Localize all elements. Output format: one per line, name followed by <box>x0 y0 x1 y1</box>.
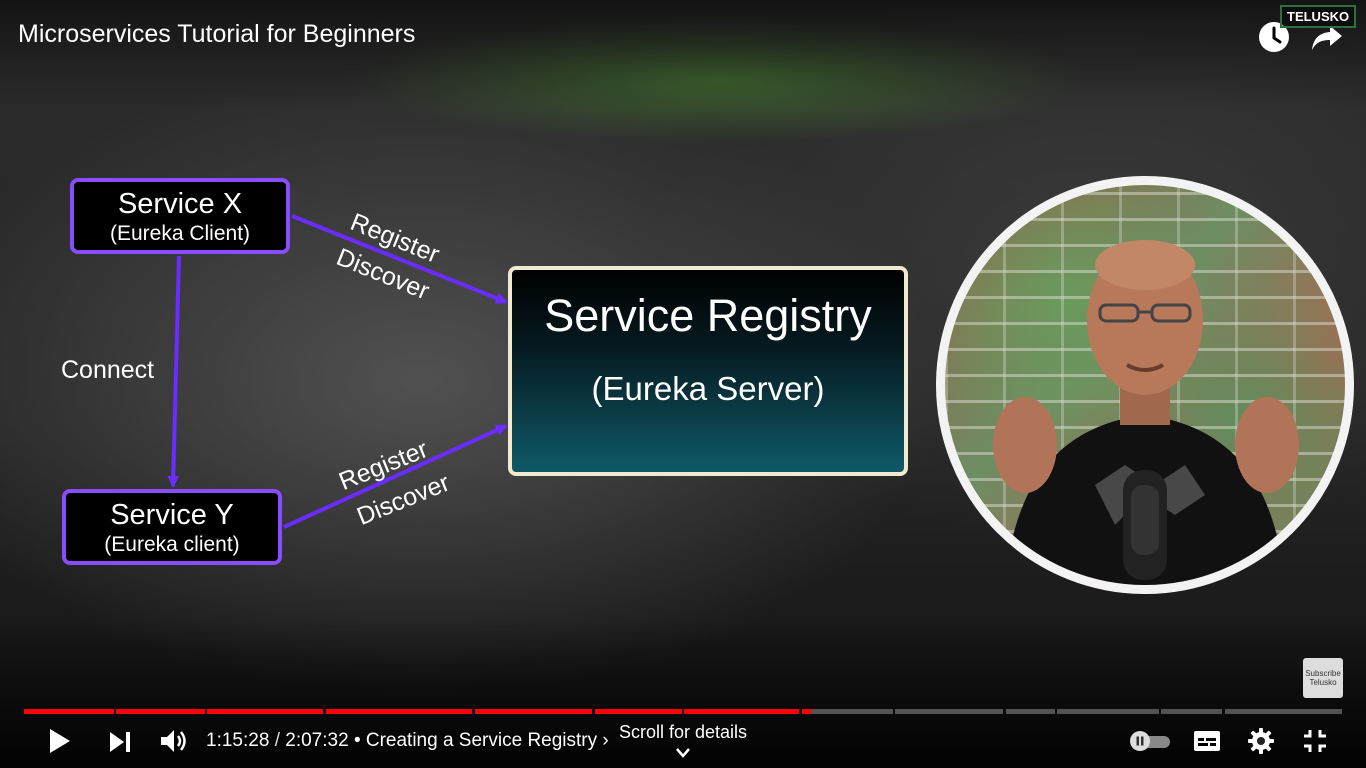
time-separator: / <box>274 730 280 751</box>
chapter-segment[interactable] <box>895 709 1004 714</box>
chapter-segment[interactable] <box>1057 709 1159 714</box>
subscribe-label: Subscribe <box>1305 669 1341 678</box>
clock-icon[interactable] <box>1257 20 1291 54</box>
arrow-x-to-y <box>167 255 181 488</box>
autoplay-toggle[interactable] <box>1128 730 1172 752</box>
presenter-figure <box>993 240 1299 585</box>
service-x-title: Service X <box>117 188 243 220</box>
video-title[interactable]: Microservices Tutorial for Beginners <box>18 20 416 48</box>
chapter-segment[interactable] <box>1005 709 1055 714</box>
gear-icon[interactable] <box>1247 727 1275 755</box>
played-fill <box>684 709 799 714</box>
chapter-segment[interactable] <box>474 709 593 714</box>
played-fill <box>801 709 812 714</box>
service-registry-box: Service Registry (Eureka Server) <box>508 266 908 476</box>
service-y-title: Service Y <box>110 499 234 531</box>
played-fill <box>594 709 682 714</box>
registry-subtitle: (Eureka Server) <box>591 370 825 407</box>
played-fill <box>24 709 114 714</box>
arrow-x-to-registry <box>291 214 508 304</box>
current-time: 1:15:28 <box>206 730 270 751</box>
next-video-icon[interactable] <box>106 728 134 756</box>
service-y-box: Service Y (Eureka client) <box>62 489 282 565</box>
chapter-segment[interactable] <box>325 709 473 714</box>
service-x-subtitle: (Eureka Client) <box>109 222 251 245</box>
progress-bar[interactable] <box>24 709 1342 714</box>
service-y-subtitle: (Eureka client) <box>104 533 240 556</box>
service-x-box: Service X (Eureka Client) <box>70 178 290 254</box>
chapter-segment[interactable] <box>1161 709 1223 714</box>
chapter-segment[interactable] <box>116 709 205 714</box>
connect-label: Connect <box>61 356 155 384</box>
played-fill <box>116 709 205 714</box>
chapter-segment[interactable] <box>207 709 324 714</box>
presenter-webcam <box>936 176 1354 594</box>
played-fill <box>325 709 473 714</box>
duration: 2:07:32 <box>285 730 349 751</box>
chapter-segment[interactable] <box>594 709 682 714</box>
subtitles-icon[interactable] <box>1192 728 1222 754</box>
subscribe-button[interactable]: Subscribe Telusko <box>1303 658 1343 698</box>
arrow-y-to-registry <box>283 424 508 529</box>
exit-fullscreen-icon[interactable] <box>1302 728 1328 754</box>
chapter-segment[interactable] <box>801 709 893 714</box>
chapter-segment[interactable] <box>684 709 799 714</box>
volume-icon[interactable] <box>158 726 188 756</box>
channel-watermark[interactable]: TELUSKO <box>1280 5 1357 28</box>
chapter-segment[interactable] <box>1224 709 1342 714</box>
play-icon[interactable] <box>44 726 74 756</box>
played-fill <box>207 709 324 714</box>
share-arrow-icon[interactable] <box>1310 20 1344 54</box>
top-gradient <box>0 0 1366 110</box>
time-display: 1:15:28 / 2:07:32 • Creating a Service R… <box>206 730 609 752</box>
played-fill <box>474 709 593 714</box>
chapter-title-button[interactable]: • Creating a Service Registry › <box>353 730 609 751</box>
registry-title: Service Registry <box>544 290 872 341</box>
chevron-down-icon[interactable] <box>675 746 691 760</box>
chapter-segment[interactable] <box>24 709 114 714</box>
subscribe-channel: Telusko <box>1309 678 1337 687</box>
scroll-for-details[interactable]: Scroll for details <box>618 722 748 742</box>
